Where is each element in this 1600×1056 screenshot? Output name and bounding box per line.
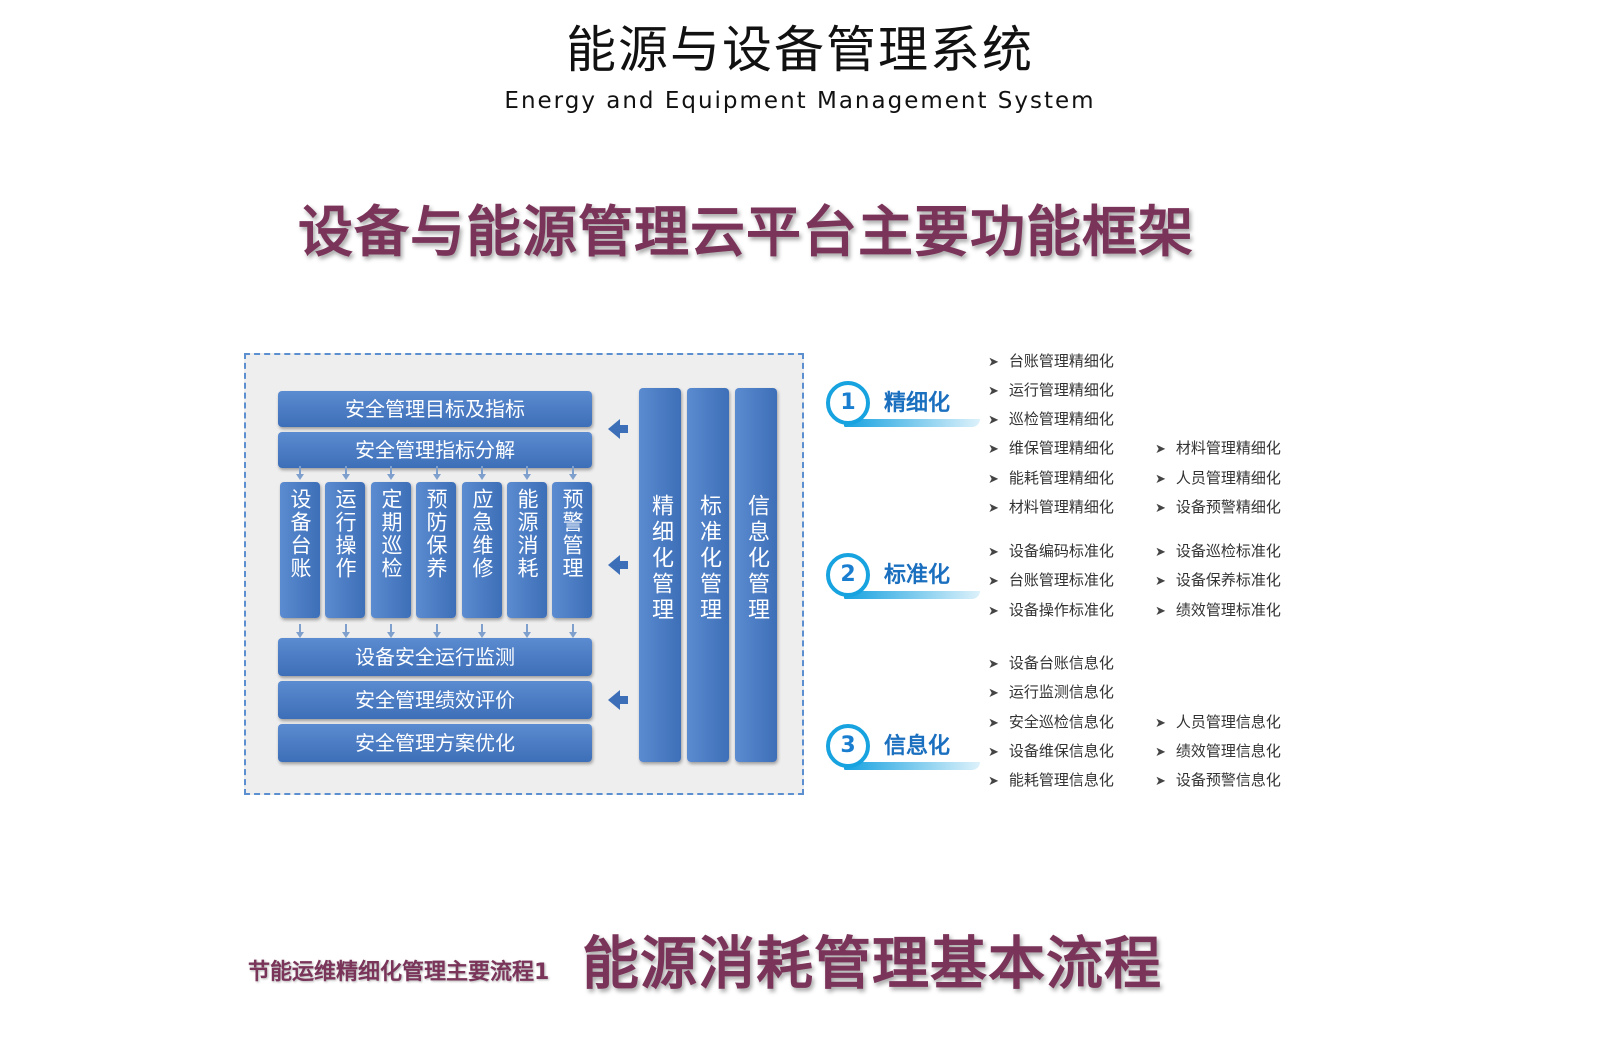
badge-swoosh: [844, 591, 980, 599]
list-item: ➤台账管理精细化: [988, 352, 1114, 370]
arrow-left-icon: [608, 419, 628, 439]
arrow-down-icon: [342, 466, 350, 480]
chevron-right-icon: ➤: [1155, 574, 1166, 589]
arrow-down-icon: [569, 466, 577, 480]
list-item: ➤设备预警精细化: [1155, 498, 1281, 516]
badge-swoosh: [844, 762, 980, 770]
chevron-right-icon: ➤: [988, 657, 999, 672]
chevron-right-icon: ➤: [988, 604, 999, 619]
chevron-right-icon: ➤: [1155, 745, 1166, 760]
list-item: ➤人员管理精细化: [1155, 469, 1281, 487]
badge-standardization: 2 标准化: [826, 553, 986, 605]
arrow-down-icon: [523, 624, 531, 638]
chevron-right-icon: ➤: [1155, 472, 1166, 487]
list-item: ➤人员管理信息化: [1155, 713, 1281, 731]
chevron-right-icon: ➤: [1155, 442, 1166, 457]
arrow-down-icon: [342, 624, 350, 638]
chevron-right-icon: ➤: [1155, 501, 1166, 516]
badge-label: 精细化: [884, 391, 951, 416]
arrow-down-icon: [433, 466, 441, 480]
list-item: ➤设备保养标准化: [1155, 571, 1281, 589]
badge-informatization: 3 信息化: [826, 724, 986, 776]
column-informatized-management: 信息化管理: [735, 388, 777, 762]
list-item: ➤设备巡检标准化: [1155, 542, 1281, 560]
chevron-right-icon: ➤: [1155, 545, 1166, 560]
arrow-left-icon: [608, 555, 628, 575]
list-item: ➤设备编码标准化: [988, 542, 1114, 560]
bar-safe-operation-monitoring: 设备安全运行监测: [278, 638, 592, 676]
list-item: ➤设备台账信息化: [988, 654, 1114, 672]
arrow-down-icon: [523, 466, 531, 480]
badge-number: 2: [826, 553, 870, 597]
list-item: ➤巡检管理精细化: [988, 410, 1114, 428]
bar-target-breakdown: 安全管理指标分解: [278, 432, 592, 468]
list-item: ➤台账管理标准化: [988, 571, 1114, 589]
chevron-right-icon: ➤: [988, 745, 999, 760]
badge-refinement: 1 精细化: [826, 381, 986, 433]
chevron-right-icon: ➤: [988, 472, 999, 487]
chevron-right-icon: ➤: [988, 355, 999, 370]
list-item: ➤能耗管理信息化: [988, 771, 1114, 789]
column-operation: 运行操作: [325, 482, 365, 618]
arrow-down-icon: [296, 466, 304, 480]
chevron-right-icon: ➤: [988, 413, 999, 428]
arrow-down-icon: [478, 624, 486, 638]
column-refined-management: 精细化管理: [639, 388, 681, 762]
column-warning-management: 预警管理: [552, 482, 592, 618]
bar-plan-optimization: 安全管理方案优化: [278, 724, 592, 762]
column-energy-consumption: 能源消耗: [507, 482, 547, 618]
chevron-right-icon: ➤: [988, 774, 999, 789]
bar-safety-targets: 安全管理目标及指标: [278, 391, 592, 427]
badge-number: 1: [826, 381, 870, 425]
arrow-down-icon: [387, 624, 395, 638]
list-item: ➤运行监测信息化: [988, 683, 1114, 701]
column-preventive-maintenance: 预防保养: [416, 482, 456, 618]
bar-performance-evaluation: 安全管理绩效评价: [278, 681, 592, 719]
column-standardized-management: 标准化管理: [687, 388, 729, 762]
page-title: 能源与设备管理系统: [566, 21, 1034, 79]
badge-label: 信息化: [884, 734, 951, 759]
list-item: ➤材料管理精细化: [988, 498, 1114, 516]
column-inspection: 定期巡检: [371, 482, 411, 618]
list-item: ➤绩效管理信息化: [1155, 742, 1281, 760]
list-item: ➤材料管理精细化: [1155, 439, 1281, 457]
flow-prefix: 节能运维精细化管理主要流程1: [248, 960, 550, 985]
column-emergency-repair: 应急维修: [462, 482, 502, 618]
arrow-down-icon: [478, 466, 486, 480]
chevron-right-icon: ➤: [988, 442, 999, 457]
chevron-right-icon: ➤: [1155, 716, 1166, 731]
arrow-down-icon: [569, 624, 577, 638]
chevron-right-icon: ➤: [988, 716, 999, 731]
chevron-right-icon: ➤: [1155, 604, 1166, 619]
arrow-down-icon: [296, 624, 304, 638]
chevron-right-icon: ➤: [988, 686, 999, 701]
list-item: ➤设备预警信息化: [1155, 771, 1281, 789]
list-item: ➤绩效管理标准化: [1155, 601, 1281, 619]
badge-swoosh: [844, 419, 980, 427]
chevron-right-icon: ➤: [988, 574, 999, 589]
list-item: ➤设备维保信息化: [988, 742, 1114, 760]
badge-number: 3: [826, 724, 870, 768]
chevron-right-icon: ➤: [988, 501, 999, 516]
arrow-down-icon: [387, 466, 395, 480]
framework-heading: 设备与能源管理云平台主要功能框架: [298, 200, 1195, 264]
chevron-right-icon: ➤: [988, 384, 999, 399]
arrow-down-icon: [433, 624, 441, 638]
arrow-left-icon: [608, 690, 628, 710]
list-item: ➤能耗管理精细化: [988, 469, 1114, 487]
list-item: ➤安全巡检信息化: [988, 713, 1114, 731]
badge-label: 标准化: [884, 563, 951, 588]
list-item: ➤设备操作标准化: [988, 601, 1114, 619]
chevron-right-icon: ➤: [1155, 774, 1166, 789]
list-item: ➤维保管理精细化: [988, 439, 1114, 457]
chevron-right-icon: ➤: [988, 545, 999, 560]
column-equipment-ledger: 设备台账: [280, 482, 320, 618]
page-subtitle: Energy and Equipment Management System: [504, 88, 1096, 114]
flow-heading: 能源消耗管理基本流程: [582, 931, 1162, 997]
list-item: ➤运行管理精细化: [988, 381, 1114, 399]
